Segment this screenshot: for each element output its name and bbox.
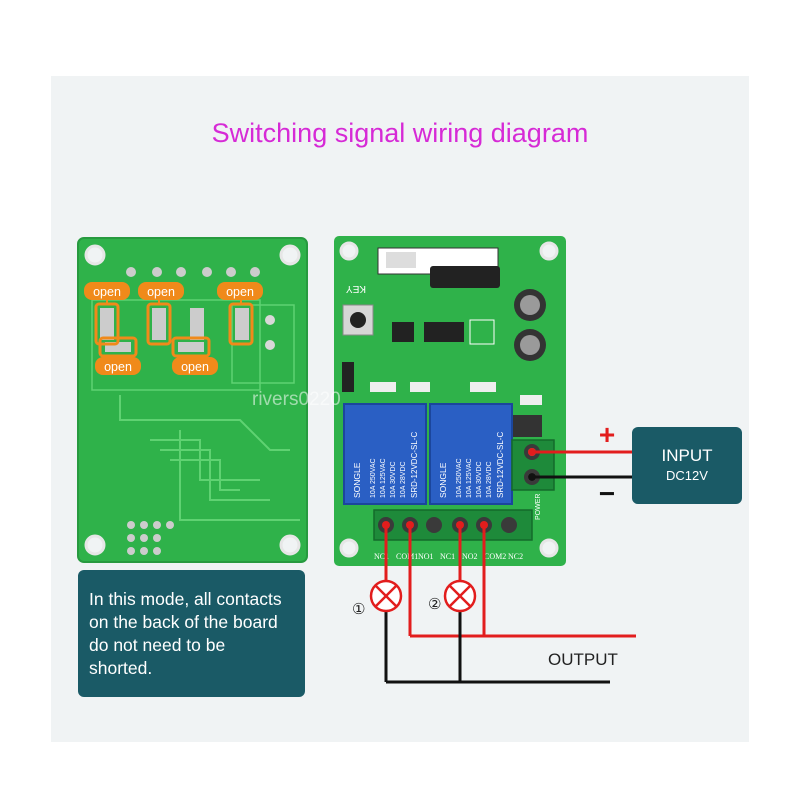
relay-1-rating-1: 10A 250VAC bbox=[370, 458, 377, 498]
open-label-2: open bbox=[147, 285, 175, 299]
open-pill-2 bbox=[138, 282, 184, 300]
open-label-1: open bbox=[93, 285, 121, 299]
open-pill-1 bbox=[84, 282, 130, 300]
back-board: open open open open open bbox=[77, 237, 308, 563]
load-1-number: ① bbox=[352, 600, 365, 618]
lamp-2-icon bbox=[443, 579, 477, 613]
relay-2-model: SRD-12VDC-SL-C bbox=[496, 432, 505, 498]
power-label: POWER bbox=[535, 494, 542, 520]
front-board: KEY SONGLE 10A 250VAC 10A 125VAC 10A 30V… bbox=[334, 236, 566, 566]
plus-sign: + bbox=[599, 419, 615, 450]
relay-2-rating-3: 10A 30VDC bbox=[476, 461, 483, 498]
input-title: INPUT bbox=[661, 446, 713, 465]
minus-sign: − bbox=[599, 478, 615, 509]
terminal-nc2: NC2 bbox=[508, 552, 523, 561]
relay-1-model: SRD-12VDC-SL-C bbox=[410, 432, 419, 498]
note-text: In this mode, all contacts on the back o… bbox=[89, 589, 282, 678]
open-pill-5 bbox=[172, 357, 218, 375]
relay-2-rating-1: 10A 250VAC bbox=[456, 458, 463, 498]
terminal-com1: COM1 bbox=[396, 552, 418, 561]
input-voltage: DC12V bbox=[666, 468, 708, 483]
relay-1-rating-2: 10A 125VAC bbox=[380, 458, 387, 498]
relay-2-rating-2: 10A 125VAC bbox=[466, 458, 473, 498]
terminal-nc1b: NC1 bbox=[440, 552, 455, 561]
open-label-4: open bbox=[104, 360, 132, 374]
note-box: In this mode, all contacts on the back o… bbox=[78, 570, 305, 697]
relay-1-rating-4: 10A 28VDC bbox=[400, 461, 407, 498]
terminal-com2: COM2 bbox=[484, 552, 506, 561]
load-2-number: ② bbox=[428, 595, 441, 613]
diagram-title: Switching signal wiring diagram bbox=[211, 118, 589, 148]
lamp-1-icon bbox=[369, 579, 403, 613]
watermark: rivers0220 bbox=[252, 389, 341, 410]
relay-1-rating-3: 10A 30VDC bbox=[390, 461, 397, 498]
key-label: KEY bbox=[346, 283, 366, 294]
open-label-5: open bbox=[181, 360, 209, 374]
relay-2-rating-4: 10A 28VDC bbox=[486, 461, 493, 498]
relay-2-brand: SONGLE bbox=[438, 462, 448, 498]
terminal-no1: NO1 bbox=[418, 552, 434, 561]
relay-1-brand: SONGLE bbox=[352, 462, 362, 498]
open-pill-4 bbox=[95, 357, 141, 375]
open-pill-3 bbox=[217, 282, 263, 300]
terminal-no2: NO2 bbox=[462, 552, 478, 561]
relay-1: SONGLE 10A 250VAC 10A 125VAC 10A 30VDC 1… bbox=[343, 403, 427, 505]
terminal-nc1: NC1 bbox=[374, 552, 389, 561]
open-label-3: open bbox=[226, 285, 254, 299]
relay-2: SONGLE 10A 250VAC 10A 125VAC 10A 30VDC 1… bbox=[429, 403, 513, 505]
output-label: OUTPUT bbox=[548, 650, 618, 669]
input-box: INPUT DC12V bbox=[632, 427, 742, 504]
